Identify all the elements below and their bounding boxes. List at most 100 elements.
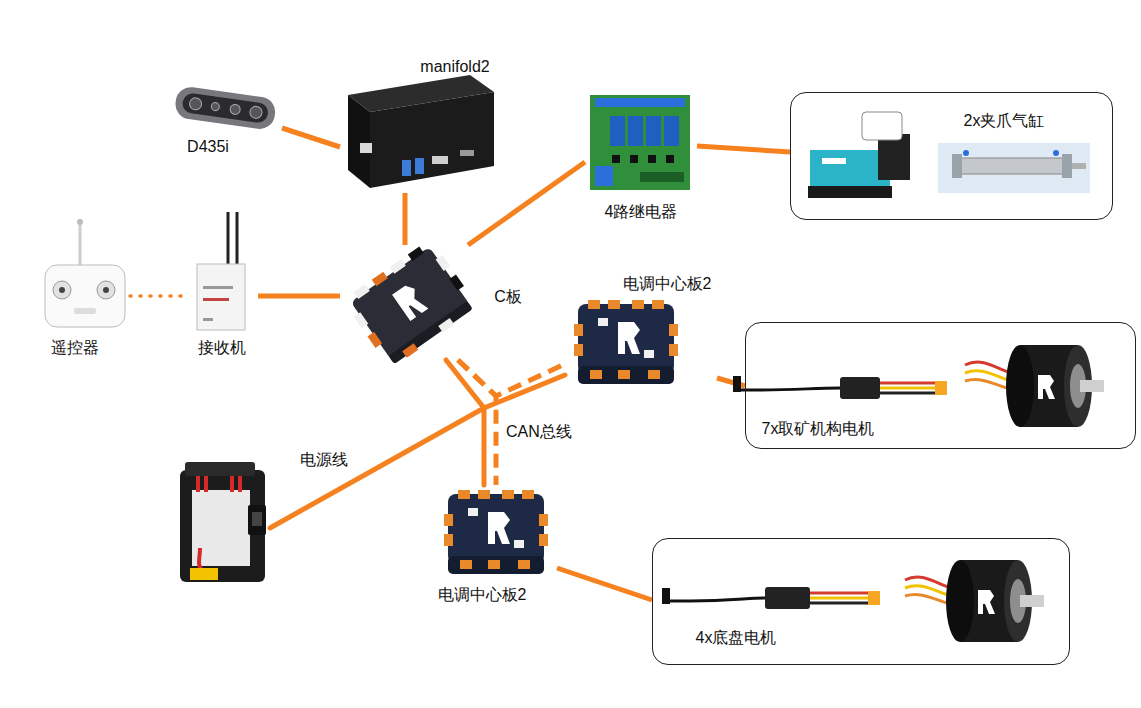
- remote-node: 遥控器: [40, 218, 130, 360]
- motor-cable-icon: [810, 592, 868, 595]
- motor-cable-icon: [662, 588, 670, 604]
- remote-controller-icon: [103, 287, 109, 293]
- node-label: D435i: [187, 137, 229, 156]
- motor-cable-icon: [670, 598, 765, 601]
- motor-cable-icon: [733, 376, 741, 392]
- motor-cable-icon: [810, 602, 868, 605]
- relay-board-icon: [664, 116, 679, 146]
- battery-holder-icon: [198, 476, 206, 492]
- node-label: C板: [494, 287, 522, 306]
- computer-icon: [460, 150, 474, 156]
- air-cylinder-icon: [938, 143, 1090, 193]
- receiver-icon: [203, 318, 213, 321]
- control-board-icon: [449, 274, 464, 290]
- control-board-icon: [436, 255, 451, 271]
- wireless-link: [130, 294, 190, 298]
- node-label: 遥控器: [51, 338, 99, 357]
- solenoid-valve-icon: [808, 186, 892, 198]
- remote-controller-icon: [45, 265, 125, 327]
- computer-icon: [402, 160, 411, 176]
- motor-cable-icon: [733, 376, 947, 399]
- depth-camera-icon: [174, 85, 277, 131]
- computer-icon: [360, 143, 372, 153]
- depth-camera-icon: [174, 85, 277, 131]
- remote-controller-icon: [97, 281, 115, 299]
- battery-holder-icon: [248, 505, 266, 535]
- receiver-icon: [197, 212, 245, 330]
- receiver-icon: [236, 212, 239, 265]
- receiver-icon: [203, 286, 233, 289]
- air-cylinder-icon: [1072, 163, 1086, 169]
- relay-board-icon: [590, 95, 690, 190]
- motor-cable-icon: [741, 388, 840, 390]
- control-board-icon: [354, 312, 369, 328]
- air-cylinder-icon: [952, 154, 962, 178]
- motor-group-box: 7x取矿机构电机: [745, 322, 1136, 449]
- computer-node: manifold2: [340, 55, 495, 193]
- esc-board-icon: [574, 300, 678, 384]
- esc-hub-node: 电调中心板2: [433, 485, 557, 607]
- battery-holder-icon: [180, 462, 266, 582]
- camera-node: D435i: [170, 85, 282, 160]
- motor-cable-icon: [840, 377, 880, 399]
- relay-board-icon: [630, 155, 638, 163]
- connector-layer: [130, 128, 790, 600]
- control-board-icon: [408, 246, 424, 261]
- cable-connector: [557, 568, 652, 600]
- actuator-group-box: 2x夹爪气缸: [790, 92, 1113, 220]
- motor-cable-icon: [880, 392, 935, 395]
- cable-connector: [282, 128, 340, 147]
- computer-icon: [348, 95, 370, 188]
- battery-holder-icon: [190, 568, 218, 580]
- motor-icon: [965, 345, 1104, 427]
- relay-board-icon: [648, 155, 656, 163]
- node-label: 电调中心板2: [623, 274, 712, 293]
- solenoid-valve-icon: [808, 112, 910, 198]
- control-board-icon: [367, 332, 382, 348]
- cable-connector: [403, 193, 408, 245]
- control-board-icon: [392, 282, 428, 321]
- receiver-icon: [197, 264, 245, 330]
- motor-cable-icon: [868, 591, 880, 605]
- relay-board-icon: [628, 116, 643, 146]
- relay-board-icon: [590, 95, 690, 190]
- control-board-icon: [354, 284, 370, 299]
- node-label: 电调中心板2: [438, 585, 527, 604]
- node-label: 7x取矿机构电机: [762, 419, 875, 438]
- computer-icon: [415, 158, 424, 174]
- remote-controller-icon: [45, 219, 125, 327]
- air-cylinder-icon: [938, 143, 1090, 193]
- control-board-icon: [402, 343, 418, 358]
- relay-board-icon: [610, 116, 625, 146]
- solenoid-valve-icon: [878, 134, 910, 180]
- motor-cable-icon: [662, 587, 880, 609]
- computer-icon: [432, 156, 448, 164]
- depth-camera-icon: [230, 104, 241, 115]
- relay-board-icon: [595, 166, 613, 186]
- cable-connector: [258, 294, 340, 299]
- relay-node: 4路继电器: [585, 92, 697, 224]
- battery-holder-icon: [252, 512, 262, 526]
- control-board-icon: [372, 272, 388, 287]
- solenoid-valve-icon: [862, 112, 902, 140]
- power-line-label: 电源线: [300, 450, 348, 469]
- solenoid-valve-icon: [822, 158, 846, 164]
- motor-cable-icon: [765, 587, 810, 609]
- relay-board-icon: [640, 172, 684, 182]
- air-cylinder-icon: [1053, 150, 1059, 156]
- relay-board-icon: [612, 155, 620, 163]
- motor-cable-icon: [810, 597, 868, 600]
- depth-camera-icon: [181, 92, 269, 124]
- relay-board-icon: [666, 155, 674, 163]
- node-label: 2x夹爪气缸: [964, 111, 1045, 130]
- computer-icon: [370, 92, 494, 188]
- depth-camera-icon: [249, 106, 263, 120]
- remote-controller-icon: [53, 281, 71, 299]
- motor-cable-icon: [880, 382, 935, 385]
- bus-label: CAN总线: [506, 422, 572, 441]
- battery-holder-icon: [232, 476, 240, 492]
- battery-holder-icon: [185, 462, 255, 476]
